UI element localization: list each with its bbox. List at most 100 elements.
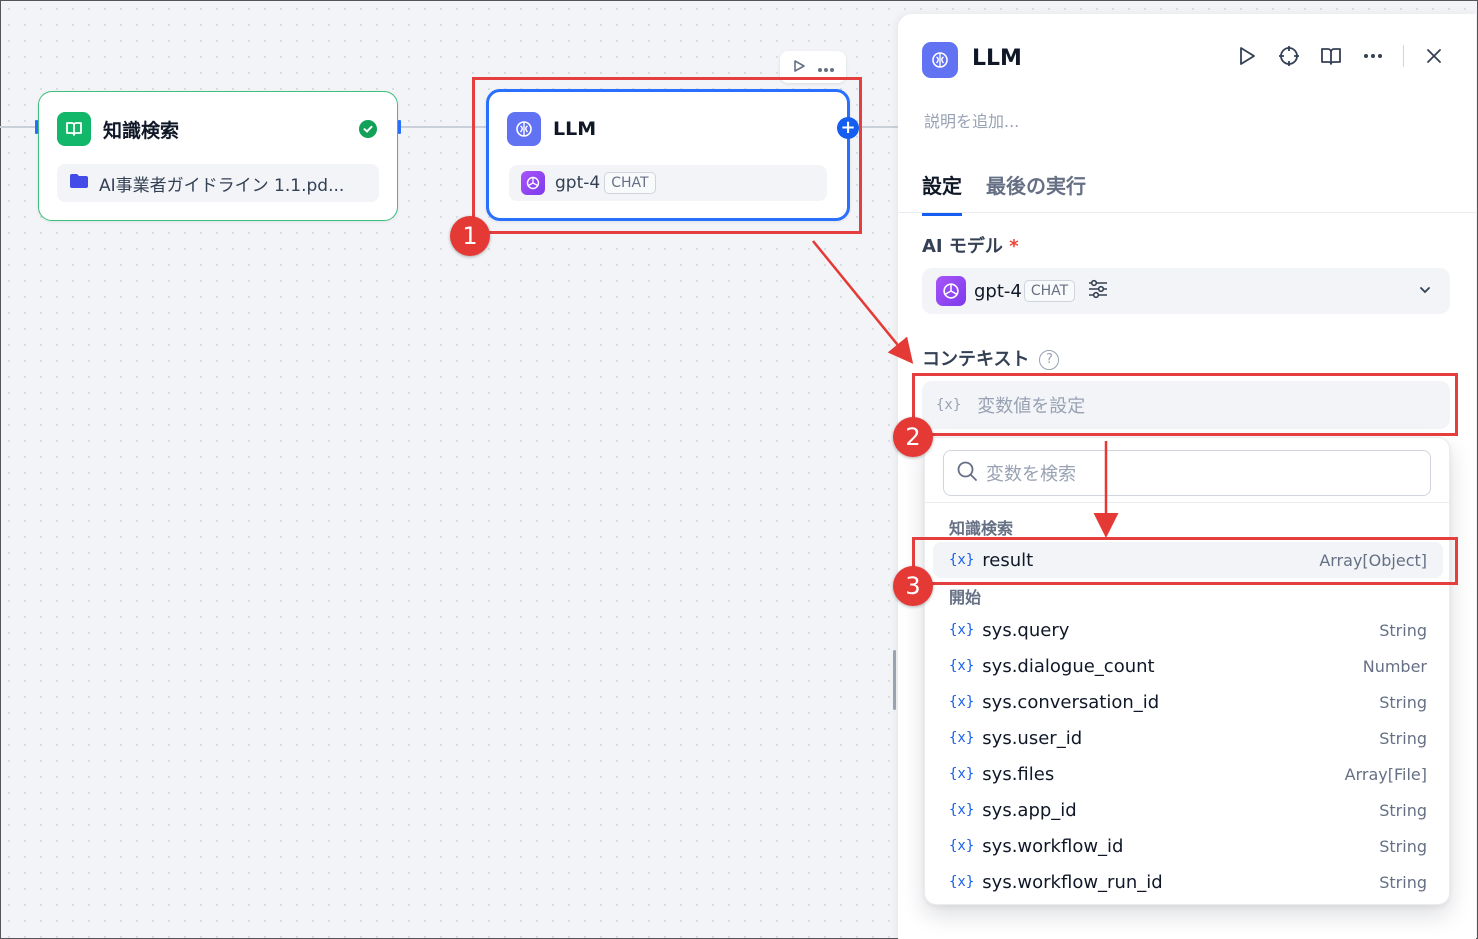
llm-brain-icon xyxy=(507,112,541,146)
variable-name: sys.dialogue_count xyxy=(982,655,1155,677)
variable-type: String xyxy=(1379,692,1427,712)
llm-brain-icon xyxy=(922,42,958,78)
llm-node[interactable]: LLM gpt-4 CHAT xyxy=(486,89,850,221)
variable-option[interactable]: {x} sys.query String xyxy=(933,612,1443,648)
help-icon[interactable]: ? xyxy=(1039,349,1060,370)
variable-icon: {x} xyxy=(949,766,975,782)
model-name: gpt-4 xyxy=(974,280,1022,302)
annotation-box-1 xyxy=(472,77,862,234)
variable-option[interactable]: {x} sys.workflow_run_id String xyxy=(933,864,1443,900)
variable-type: String xyxy=(1379,836,1427,856)
context-variable-placeholder: 変数値を設定 xyxy=(977,396,1086,417)
variable-option[interactable]: {x} sys.workflow_id String xyxy=(933,828,1443,864)
knowledge-retrieval-node[interactable]: 知識検索 AI事業者ガイドライン 1.1.pd... xyxy=(38,91,398,221)
annotation-box-2 xyxy=(912,373,1458,436)
knowledge-file-item: AI事業者ガイドライン 1.1.pd... xyxy=(57,164,379,202)
group-label-knowledge: 知識検索 xyxy=(949,519,1014,538)
variable-name: sys.user_id xyxy=(982,727,1083,749)
more-options-icon[interactable] xyxy=(1361,44,1385,68)
context-variable-input[interactable]: {x} 変数値を設定 xyxy=(922,381,1450,429)
variable-type: String xyxy=(1379,620,1427,640)
context-label-text: コンテキスト xyxy=(922,349,1030,370)
variable-icon: {x} xyxy=(949,874,975,890)
variable-name: result xyxy=(982,549,1034,571)
variable-icon: {x} xyxy=(949,552,975,568)
run-icon[interactable] xyxy=(1235,44,1259,68)
edge-left xyxy=(0,126,38,128)
ai-model-label: AI モデル * xyxy=(922,232,1019,258)
more-options-icon[interactable] xyxy=(817,58,835,77)
variable-icon: {x} xyxy=(949,658,975,674)
panel-toolbar xyxy=(1235,44,1446,68)
annotation-badge-1: 1 xyxy=(450,216,490,256)
search-icon xyxy=(956,460,978,487)
variable-icon: {x} xyxy=(949,838,975,854)
variable-type: String xyxy=(1379,728,1427,748)
port-knowledge-in[interactable] xyxy=(35,120,38,134)
variable-option[interactable]: {x} sys.files Array[File] xyxy=(933,756,1443,792)
panel-title[interactable]: LLM xyxy=(972,46,1022,71)
success-check-icon xyxy=(359,120,377,138)
variable-type: String xyxy=(1379,872,1427,892)
description-input[interactable]: 説明を追加... xyxy=(924,112,1020,131)
llm-node-model: gpt-4 CHAT xyxy=(509,165,827,201)
toolbar-divider xyxy=(1403,45,1404,67)
edge-knowledge-to-llm xyxy=(398,126,486,128)
port-knowledge-out[interactable] xyxy=(398,120,401,134)
close-icon[interactable] xyxy=(1422,44,1446,68)
variable-name: sys.workflow_id xyxy=(982,835,1124,857)
tab-settings[interactable]: 設定 xyxy=(922,170,962,216)
variable-icon: {x} xyxy=(949,802,975,818)
book-open-icon[interactable] xyxy=(1319,44,1343,68)
panel-resize-handle[interactable] xyxy=(893,650,896,710)
folder-icon xyxy=(69,173,89,194)
variable-option-result[interactable]: {x} result Array[Object] xyxy=(933,542,1443,578)
variable-name: sys.query xyxy=(982,619,1070,641)
variable-picker-dropdown: 変数を検索 知識検索 {x} result Array[Object] 開始 {… xyxy=(924,437,1450,905)
variable-icon: {x} xyxy=(949,622,975,638)
model-params-icon[interactable] xyxy=(1087,279,1109,303)
group-label-start: 開始 xyxy=(949,588,982,607)
variable-option[interactable]: {x} sys.conversation_id String xyxy=(933,684,1443,720)
knowledge-node-title: 知識検索 xyxy=(103,119,180,142)
variable-search-input[interactable]: 変数を検索 xyxy=(943,450,1431,496)
variable-icon: {x} xyxy=(936,397,962,413)
tabs-divider xyxy=(898,212,1476,213)
llm-node-model-name: gpt-4 xyxy=(555,173,601,193)
variable-type: Number xyxy=(1362,656,1427,676)
panel-tabs: 設定 最後の実行 xyxy=(922,170,1086,216)
openai-icon xyxy=(521,171,545,195)
edge-llm-out xyxy=(850,126,898,128)
chevron-down-icon xyxy=(1418,282,1432,301)
variable-name: sys.conversation_id xyxy=(982,691,1160,713)
book-icon xyxy=(57,112,91,146)
run-node-icon[interactable] xyxy=(792,58,806,77)
llm-node-title: LLM xyxy=(553,118,597,140)
search-placeholder: 変数を検索 xyxy=(986,464,1076,485)
variable-name: sys.app_id xyxy=(982,799,1077,821)
tab-last-run[interactable]: 最後の実行 xyxy=(986,174,1086,198)
dropdown-divider xyxy=(925,502,1449,503)
variable-type: String xyxy=(1379,800,1427,820)
ai-model-label-text: AI モデル xyxy=(922,236,1003,257)
llm-node-model-tag: CHAT xyxy=(604,172,656,194)
variable-name: sys.workflow_run_id xyxy=(982,871,1163,893)
variable-type: Array[File] xyxy=(1344,764,1427,784)
add-next-node-button[interactable]: + xyxy=(837,117,859,139)
required-mark: * xyxy=(1009,236,1019,257)
variable-option[interactable]: {x} sys.dialogue_count Number xyxy=(933,648,1443,684)
model-tag: CHAT xyxy=(1023,280,1076,302)
knowledge-file-name: AI事業者ガイドライン 1.1.pd... xyxy=(99,175,345,196)
crosshair-icon[interactable] xyxy=(1277,44,1301,68)
variable-icon: {x} xyxy=(949,730,975,746)
variable-name: sys.files xyxy=(982,763,1055,785)
variable-option[interactable]: {x} sys.app_id String xyxy=(933,792,1443,828)
model-selector[interactable]: gpt-4 CHAT xyxy=(922,268,1450,314)
variable-option[interactable]: {x} sys.user_id String xyxy=(933,720,1443,756)
annotation-badge-3: 3 xyxy=(893,566,933,606)
variable-icon: {x} xyxy=(949,694,975,710)
annotation-badge-2: 2 xyxy=(893,417,933,457)
context-label: コンテキスト? xyxy=(922,345,1060,371)
openai-icon xyxy=(936,276,966,306)
variable-type: Array[Object] xyxy=(1319,550,1427,570)
